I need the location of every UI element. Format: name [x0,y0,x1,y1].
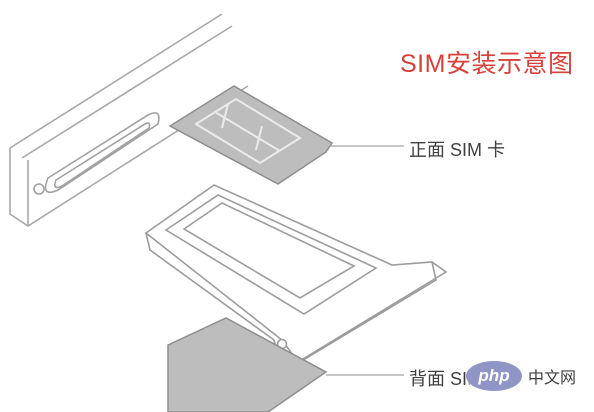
watermark-site: 中文网 [528,370,577,387]
watermark-logo: php [466,361,522,391]
phone-sim-slot [33,112,160,195]
diagram-title: SIM安装示意图 [400,50,574,78]
front-sim-card [168,85,404,185]
watermark: php 中文网 [466,360,577,392]
phone-edge [9,13,249,227]
front-sim-chip [194,97,302,165]
back-sim-card [167,317,404,412]
front-sim-label: 正面 SIM 卡 [409,140,506,160]
